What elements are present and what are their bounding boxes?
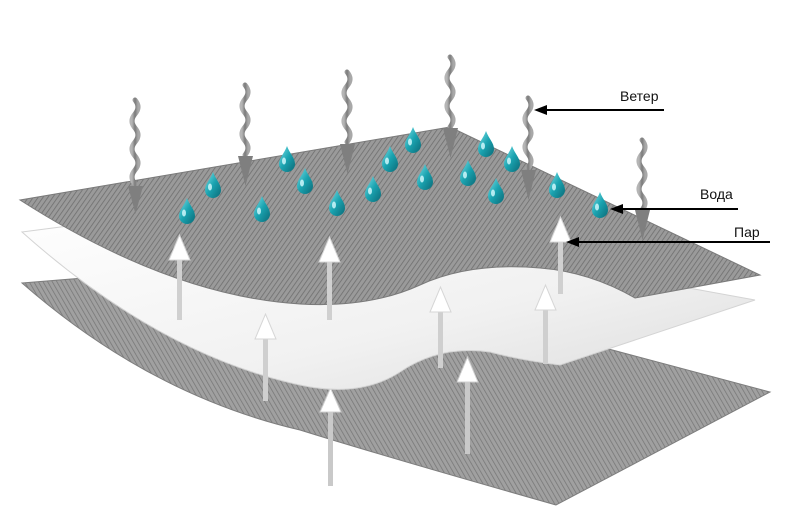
callout-lines <box>534 105 770 247</box>
wavy-arrow-down-icon <box>443 54 458 158</box>
water-drop-highlight <box>491 189 495 197</box>
water-drop-highlight <box>420 175 424 183</box>
water-drop-highlight <box>300 179 304 187</box>
water-drop-highlight <box>552 183 556 191</box>
water-drop-icon <box>254 196 270 222</box>
water-drop-highlight <box>182 209 186 217</box>
water-drop-icon <box>297 168 313 194</box>
vapor-arrows-upper <box>168 215 572 320</box>
water-drop-highlight <box>481 142 485 150</box>
water-drop-highlight <box>208 183 212 191</box>
water-drop-highlight <box>385 157 389 165</box>
water-drop-icon <box>279 146 295 172</box>
arrow-up-icon <box>318 235 341 320</box>
water-drop-highlight <box>408 138 412 146</box>
water-drop-icon <box>478 131 494 157</box>
arrow-up-icon <box>429 285 452 368</box>
wind-arrows <box>128 54 650 240</box>
water-drops <box>179 127 608 224</box>
vapor-label: Пар <box>734 224 760 240</box>
top-fabric-layer <box>18 126 762 306</box>
water-drop-icon <box>329 190 345 216</box>
water-drop-icon <box>488 178 504 204</box>
water-drop-icon <box>179 198 195 224</box>
wavy-arrow-down-icon <box>635 137 650 240</box>
water-drop-icon <box>205 172 221 198</box>
wind-label: Ветер <box>620 88 659 104</box>
water-drop-icon <box>592 192 608 218</box>
wind-callout <box>534 105 664 115</box>
vapor-arrows-lower <box>319 355 479 486</box>
arrow-up-icon <box>168 233 191 320</box>
wavy-arrow-down-icon <box>521 95 536 200</box>
water-drop-icon <box>365 176 381 202</box>
water-drop-highlight <box>507 157 511 165</box>
arrow-up-icon <box>319 386 342 486</box>
wavy-arrow-down-icon <box>340 69 355 174</box>
water-drop-highlight <box>282 157 286 165</box>
arrow-up-icon <box>456 355 479 454</box>
water-drop-icon <box>405 127 421 153</box>
water-drop-icon <box>549 172 565 198</box>
water-drop-icon <box>460 160 476 186</box>
vapor-callout <box>566 237 770 247</box>
water-drop-highlight <box>463 171 467 179</box>
arrow-up-icon <box>254 312 277 401</box>
water-drop-highlight <box>595 203 599 211</box>
arrow-up-icon <box>534 283 557 364</box>
wavy-arrow-down-icon <box>128 97 143 214</box>
water-drop-highlight <box>368 187 372 195</box>
water-callout <box>610 204 738 214</box>
water-drop-highlight <box>257 207 261 215</box>
water-drop-icon <box>382 146 398 172</box>
water-drop-highlight <box>332 201 336 209</box>
arrow-up-icon <box>549 215 572 294</box>
wavy-arrow-down-icon <box>238 82 253 186</box>
water-label: Вода <box>700 186 733 202</box>
vapor-arrows-middle <box>254 283 557 401</box>
water-drop-icon <box>417 164 433 190</box>
water-drop-icon <box>504 146 520 172</box>
